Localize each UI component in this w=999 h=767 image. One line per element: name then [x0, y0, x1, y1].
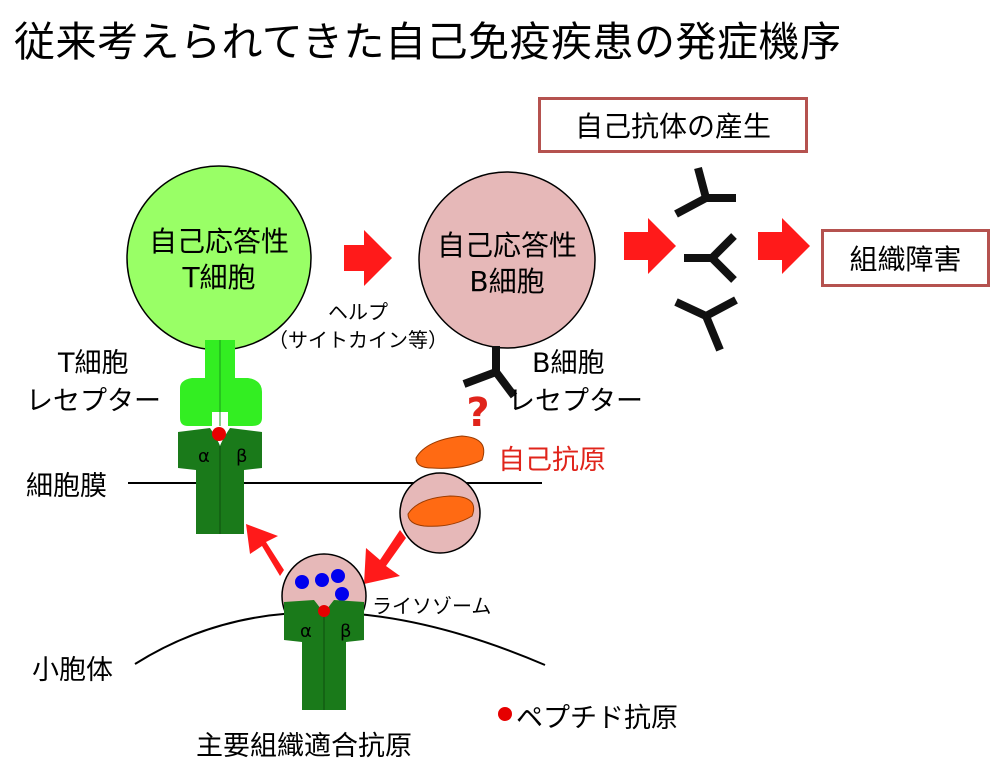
- autoantibody-production-box: 自己抗体の産生: [538, 97, 808, 153]
- tissue-damage-label: 組織障害: [849, 243, 962, 276]
- b-cell-body: [418, 171, 596, 349]
- antibody-middle: [684, 233, 737, 283]
- t-cell-receptor: [180, 340, 262, 426]
- bcr-label-line2: レセプター: [508, 386, 643, 417]
- t-cell-label: 自己応答性 T細胞: [129, 224, 309, 296]
- lysosome-dot: [295, 575, 309, 589]
- alpha-label-er: α: [300, 621, 312, 642]
- mhc-in-er: [284, 600, 364, 710]
- antibody-top: [674, 166, 736, 218]
- antibody-bottom: [674, 296, 738, 352]
- b-cell-label-line2: B細胞: [469, 265, 545, 298]
- alpha-label-membrane: α: [198, 446, 210, 467]
- arrow-mhc-to-membrane: [246, 524, 284, 576]
- tcr-label: T細胞 レセプター: [26, 345, 161, 421]
- peptide-antigen-label: ペプチド抗原: [516, 703, 678, 734]
- beta-label-er: β: [340, 621, 352, 642]
- peptide-legend-dot: [498, 707, 512, 721]
- page-title: 従来考えられてきた自己免疫疾患の発症機序: [14, 18, 842, 66]
- b-cell-label-line1: 自己応答性: [436, 229, 577, 262]
- lysosome-dot: [315, 573, 329, 587]
- tcr-label-line1: T細胞: [58, 348, 129, 379]
- help-label: ヘルプ （サイトカイン等）: [258, 298, 458, 354]
- cell-membrane-label: 細胞膜: [26, 471, 107, 502]
- autoantibody-production-label: 自己抗体の産生: [574, 110, 771, 143]
- arrow-b-to-antibody: [624, 218, 676, 274]
- tcr-label-line2: レセプター: [26, 386, 161, 417]
- er-label: 小胞体: [32, 655, 113, 686]
- bcr-label: B細胞 レセプター: [508, 345, 643, 421]
- t-cell-label-line1: 自己応答性: [148, 225, 289, 258]
- question-mark: ?: [466, 390, 489, 436]
- endosome-antigen: [407, 495, 475, 527]
- arrow-antigen-to-lysosome: [364, 530, 406, 584]
- self-antigen-shape: [415, 435, 485, 469]
- self-antigen-label: 自己抗原: [498, 445, 606, 476]
- b-cell-label: 自己応答性 B細胞: [419, 228, 595, 300]
- arrow-antibody-to-damage: [758, 218, 810, 274]
- b-cell-receptor: [462, 346, 518, 399]
- mhc-label: 主要組織適合抗原: [196, 731, 412, 762]
- arrow-t-to-b: [344, 230, 392, 286]
- help-label-line1: ヘルプ: [328, 300, 388, 324]
- t-cell-label-line2: T細胞: [182, 261, 256, 294]
- peptide-dot-er: [318, 605, 330, 617]
- tissue-damage-box: 組織障害: [821, 229, 990, 287]
- beta-label-membrane: β: [236, 446, 248, 467]
- lysosome-dot: [331, 569, 345, 583]
- mhc-on-membrane: [178, 427, 262, 534]
- peptide-dot-membrane: [212, 427, 226, 441]
- help-label-line2: （サイトカイン等）: [268, 328, 448, 352]
- lysosome-dot: [335, 587, 349, 601]
- bcr-label-line1: B細胞: [532, 348, 605, 379]
- lysosome-label: ライソゾーム: [372, 594, 492, 618]
